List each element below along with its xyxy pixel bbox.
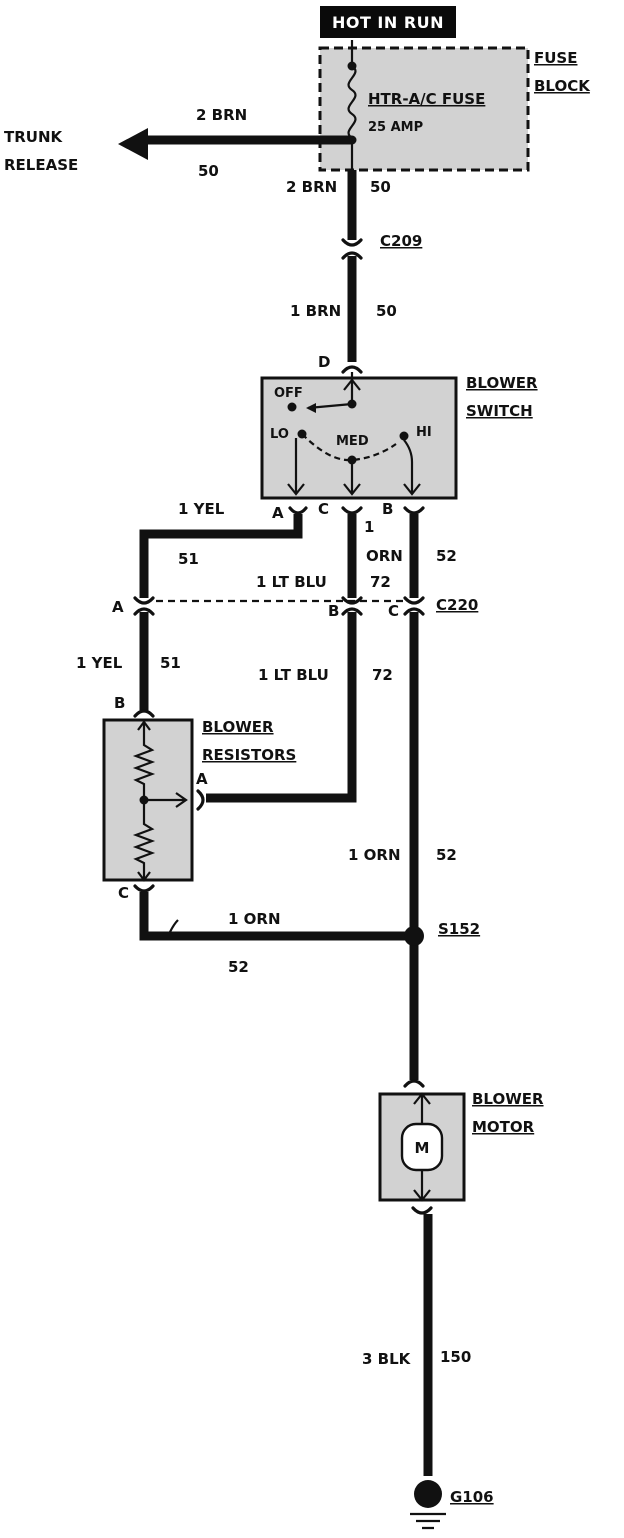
c209-connector-top [341, 238, 363, 247]
wiper-arrow-icon [306, 403, 316, 413]
c209-label: C209 [380, 232, 422, 250]
switch-common-arrow [343, 378, 361, 391]
switch-med-output [343, 464, 361, 496]
feed-lower-gauge: 1 BRN [290, 302, 341, 320]
switch-hi-contact [399, 431, 409, 441]
motor-symbol: M [415, 1139, 430, 1157]
motor-bottom-connector [411, 1206, 433, 1215]
blower-motor-title-1: BLOWER [472, 1090, 544, 1108]
c220-pin-c: C [388, 602, 399, 620]
ground-wire-circuit: 150 [440, 1348, 471, 1366]
c220-pin-b-bottom [341, 607, 363, 616]
c220-pin-a-bottom [133, 607, 155, 616]
switch-pin-a-connector [288, 506, 308, 515]
ltblu-top-circuit: 72 [370, 573, 391, 591]
yel-wire-top [139, 514, 303, 598]
resistor-pin-c-connector [133, 884, 155, 893]
switch-off-contact [287, 402, 297, 412]
trunk-release-label-1: TRUNK [4, 128, 64, 146]
yel-mid-gauge: 1 YEL [76, 654, 123, 672]
resistor-pin-c: C [118, 884, 129, 902]
yel-top-gauge: 1 YEL [178, 500, 225, 518]
power-label: HOT IN RUN [332, 13, 444, 32]
fuse-terminal-top [347, 61, 357, 71]
blower-resistors-title-2: RESISTORS [202, 746, 296, 764]
yel-mid-circuit: 51 [160, 654, 181, 672]
switch-pin-a: A [272, 504, 284, 522]
blower-resistors-title-1: BLOWER [202, 718, 274, 736]
orn-mid-gauge: 1 ORN [348, 846, 401, 864]
switch-med-contact [347, 455, 357, 465]
switch-hi-output [403, 439, 421, 496]
switch-pin-d: D [318, 353, 330, 371]
trunk-release-label-2: RELEASE [4, 156, 78, 174]
wire-break-mark [169, 919, 179, 933]
switch-pin-c-connector [341, 506, 363, 515]
switch-pin-d-connector [341, 365, 363, 374]
yel-top-circuit: 51 [178, 550, 199, 568]
resistor-lead-arrows [137, 720, 151, 882]
switch-travel-arc [301, 433, 397, 462]
blower-switch-title-1: BLOWER [466, 374, 538, 392]
blower-motor-title-2: MOTOR [472, 1118, 535, 1136]
orn-bottom-gauge: 1 ORN [228, 910, 281, 928]
orn-mid-circuit: 52 [436, 846, 457, 864]
motor-icon [400, 1122, 444, 1172]
motor-top-connector [403, 1079, 425, 1088]
fuse-rating: 25 AMP [368, 120, 423, 135]
blower-switch-title-2: SWITCH [466, 402, 533, 420]
switch-pos-hi: HI [416, 425, 432, 440]
switch-pos-off: OFF [274, 386, 303, 401]
orn-wire-bottom [139, 892, 414, 941]
switch-pos-lo: LO [270, 427, 289, 442]
c220-pin-a-top [133, 596, 155, 605]
c220-label: C220 [436, 596, 478, 614]
ground-point [414, 1480, 442, 1508]
resistor-pin-a: A [196, 770, 208, 788]
motor-lead-arrows [413, 1092, 431, 1202]
resistor-pin-a-connector [196, 789, 205, 811]
c220-pin-b: B [328, 602, 339, 620]
trunk-wire-gauge: 2 BRN [196, 106, 247, 124]
resistor-tap-arrow [144, 792, 188, 808]
s152-label: S152 [438, 920, 480, 938]
fuse-block-title-1: FUSE [534, 49, 577, 67]
orn-top-gauge-b: ORN [366, 547, 403, 565]
ltblu-mid-gauge: 1 LT BLU [258, 666, 329, 684]
c220-pin-a: A [112, 598, 124, 616]
ltblu-top-gauge: 1 LT BLU [256, 573, 327, 591]
power-label-box [320, 6, 456, 38]
feed-upper-gauge: 2 BRN [286, 178, 337, 196]
c220-pin-c-top [403, 596, 425, 605]
feed-lower-circuit: 50 [376, 302, 397, 320]
orn-top-circuit: 52 [436, 547, 457, 565]
ltblu-mid-circuit: 72 [372, 666, 393, 684]
switch-lo-output [287, 438, 305, 496]
trunk-wire-circuit: 50 [198, 162, 219, 180]
ground-wire-gauge: 3 BLK [362, 1350, 412, 1368]
switch-pin-b: B [382, 500, 393, 518]
resistor-pin-b-connector [133, 709, 155, 718]
blower-switch [260, 376, 458, 500]
ground-label: G106 [450, 1488, 494, 1506]
c209-connector-bottom [341, 251, 363, 260]
orn-top-gauge-a: 1 [364, 518, 374, 536]
resistor-pin-b: B [114, 694, 125, 712]
ltblu-wire-mid [206, 612, 357, 803]
switch-pin-b-connector [403, 506, 425, 515]
orn-bottom-circuit: 52 [228, 958, 249, 976]
arrow-left-icon [118, 128, 148, 160]
switch-pin-c: C [318, 500, 329, 518]
switch-pos-med: MED [336, 434, 369, 449]
s152-splice [404, 926, 424, 946]
fuse-block-title-2: BLOCK [534, 77, 591, 95]
ground-icon [410, 1512, 446, 1530]
c220-pin-b-top [341, 596, 363, 605]
fuse-name: HTR-A/C FUSE [368, 90, 485, 108]
feed-upper-circuit: 50 [370, 178, 391, 196]
c220-pin-c-bottom [403, 607, 425, 616]
